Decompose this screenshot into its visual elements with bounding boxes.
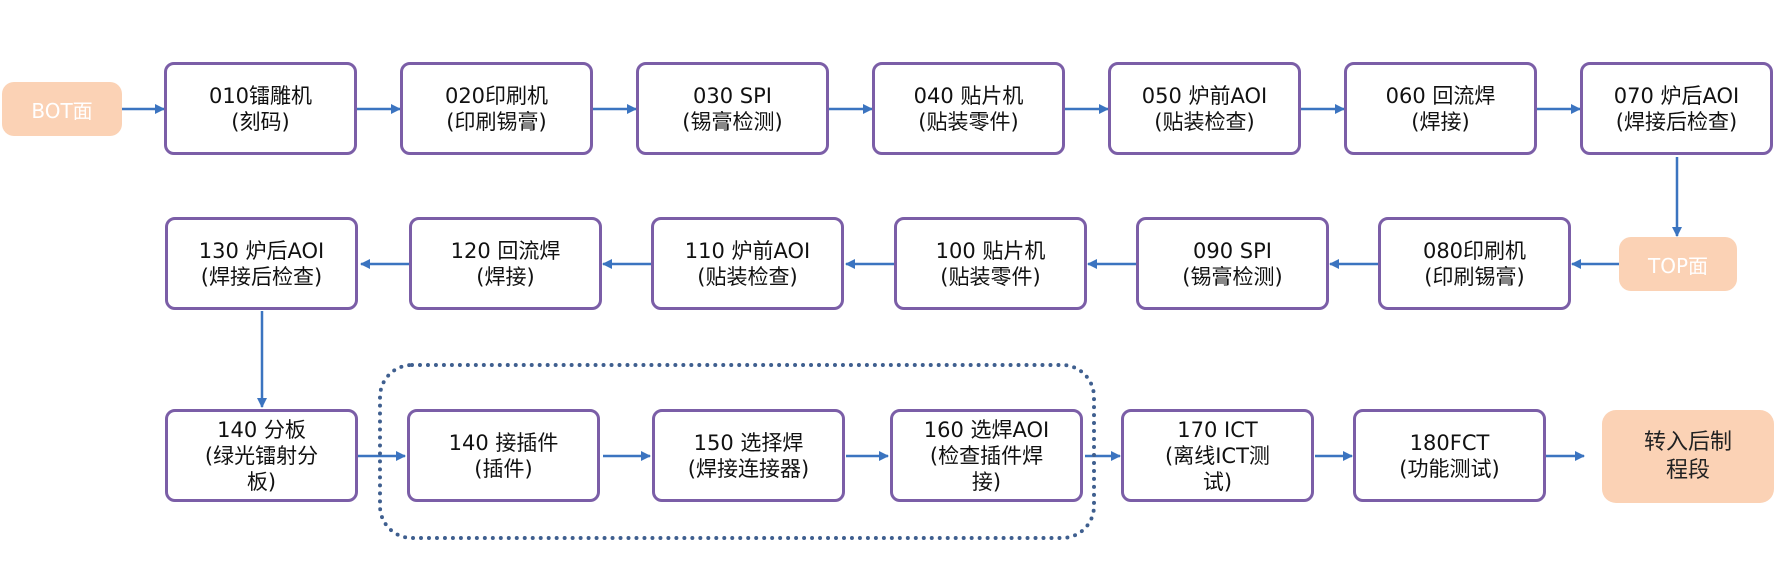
- step-desc: (贴装零件): [918, 109, 1019, 134]
- tht-process-group: [378, 363, 1096, 540]
- step-title: 150 选择焊: [693, 430, 804, 455]
- step-title: 020印刷机: [444, 83, 549, 108]
- step-desc: (焊接): [476, 264, 535, 289]
- step-020: 020印刷机 (印刷锡膏): [400, 62, 593, 155]
- step-title: 080印刷机: [1422, 238, 1527, 263]
- step-title: 180FCT: [1409, 430, 1490, 455]
- step-title: 050 炉前AOI: [1141, 83, 1268, 108]
- step-desc: (贴装检查): [1154, 109, 1255, 134]
- step-040: 040 贴片机 (贴装零件): [872, 62, 1065, 155]
- step-140-insert: 140 接插件 (插件): [407, 409, 600, 502]
- step-desc-cont: 试): [1202, 469, 1233, 494]
- step-060: 060 回流焊 (焊接): [1344, 62, 1537, 155]
- step-desc: (锡膏检测): [1182, 264, 1283, 289]
- step-desc: (功能测试): [1399, 456, 1500, 481]
- step-desc: (离线ICT测: [1165, 443, 1270, 468]
- bot-side-label: BOT面: [2, 82, 122, 136]
- step-title: 170 ICT: [1177, 417, 1258, 442]
- top-side-label: TOP面: [1619, 237, 1737, 291]
- end-step-line1: 转入后制: [1643, 429, 1732, 455]
- step-title: 130 炉后AOI: [198, 238, 325, 263]
- step-160: 160 选焊AOI (检查插件焊 接): [890, 409, 1083, 502]
- step-desc: (绿光镭射分: [204, 443, 319, 468]
- step-title: 140 分板: [217, 417, 306, 442]
- step-110: 110 炉前AOI (贴装检查): [651, 217, 844, 310]
- step-title: 070 炉后AOI: [1613, 83, 1740, 108]
- step-desc-cont: 接): [971, 469, 1002, 494]
- step-title: 100 贴片机: [935, 238, 1046, 263]
- step-title: 060 回流焊: [1385, 83, 1496, 108]
- step-title: 030 SPI: [693, 83, 772, 108]
- step-title: 160 选焊AOI: [923, 417, 1050, 442]
- step-100: 100 贴片机 (贴装零件): [894, 217, 1087, 310]
- step-070: 070 炉后AOI (焊接后检查): [1580, 62, 1773, 155]
- step-140-split: 140 分板 (绿光镭射分 板): [165, 409, 358, 502]
- step-title: 040 贴片机: [913, 83, 1024, 108]
- step-desc: (检查插件焊: [929, 443, 1044, 468]
- step-desc: (焊接后检查): [1615, 109, 1738, 134]
- step-title: 110 炉前AOI: [684, 238, 811, 263]
- step-desc: (刻码): [231, 109, 290, 134]
- step-170: 170 ICT (离线ICT测 试): [1121, 409, 1314, 502]
- step-title: 090 SPI: [1193, 238, 1272, 263]
- step-desc: (焊接): [1411, 109, 1470, 134]
- step-desc: (印刷锡膏): [446, 109, 547, 134]
- step-title: 010镭雕机: [208, 83, 313, 108]
- end-step: 转入后制 程段: [1602, 410, 1774, 503]
- step-080: 080印刷机 (印刷锡膏): [1378, 217, 1571, 310]
- step-120: 120 回流焊 (焊接): [409, 217, 602, 310]
- step-150: 150 选择焊 (焊接连接器): [652, 409, 845, 502]
- step-desc: (焊接连接器): [687, 456, 810, 481]
- step-090: 090 SPI (锡膏检测): [1136, 217, 1329, 310]
- bot-side-text: BOT面: [31, 98, 93, 123]
- step-010: 010镭雕机 (刻码): [164, 62, 357, 155]
- step-050: 050 炉前AOI (贴装检查): [1108, 62, 1301, 155]
- step-desc: (贴装检查): [697, 264, 798, 289]
- step-title: 120 回流焊: [450, 238, 561, 263]
- step-180: 180FCT (功能测试): [1353, 409, 1546, 502]
- step-desc: (锡膏检测): [682, 109, 783, 134]
- step-desc: (插件): [474, 456, 533, 481]
- step-desc: (焊接后检查): [200, 264, 323, 289]
- step-desc-cont: 板): [246, 469, 277, 494]
- end-step-line2: 程段: [1665, 457, 1710, 483]
- step-desc: (贴装零件): [940, 264, 1041, 289]
- step-title: 140 接插件: [448, 430, 559, 455]
- step-desc: (印刷锡膏): [1424, 264, 1525, 289]
- step-030: 030 SPI (锡膏检测): [636, 62, 829, 155]
- top-side-text: TOP面: [1647, 253, 1709, 278]
- step-130: 130 炉后AOI (焊接后检查): [165, 217, 358, 310]
